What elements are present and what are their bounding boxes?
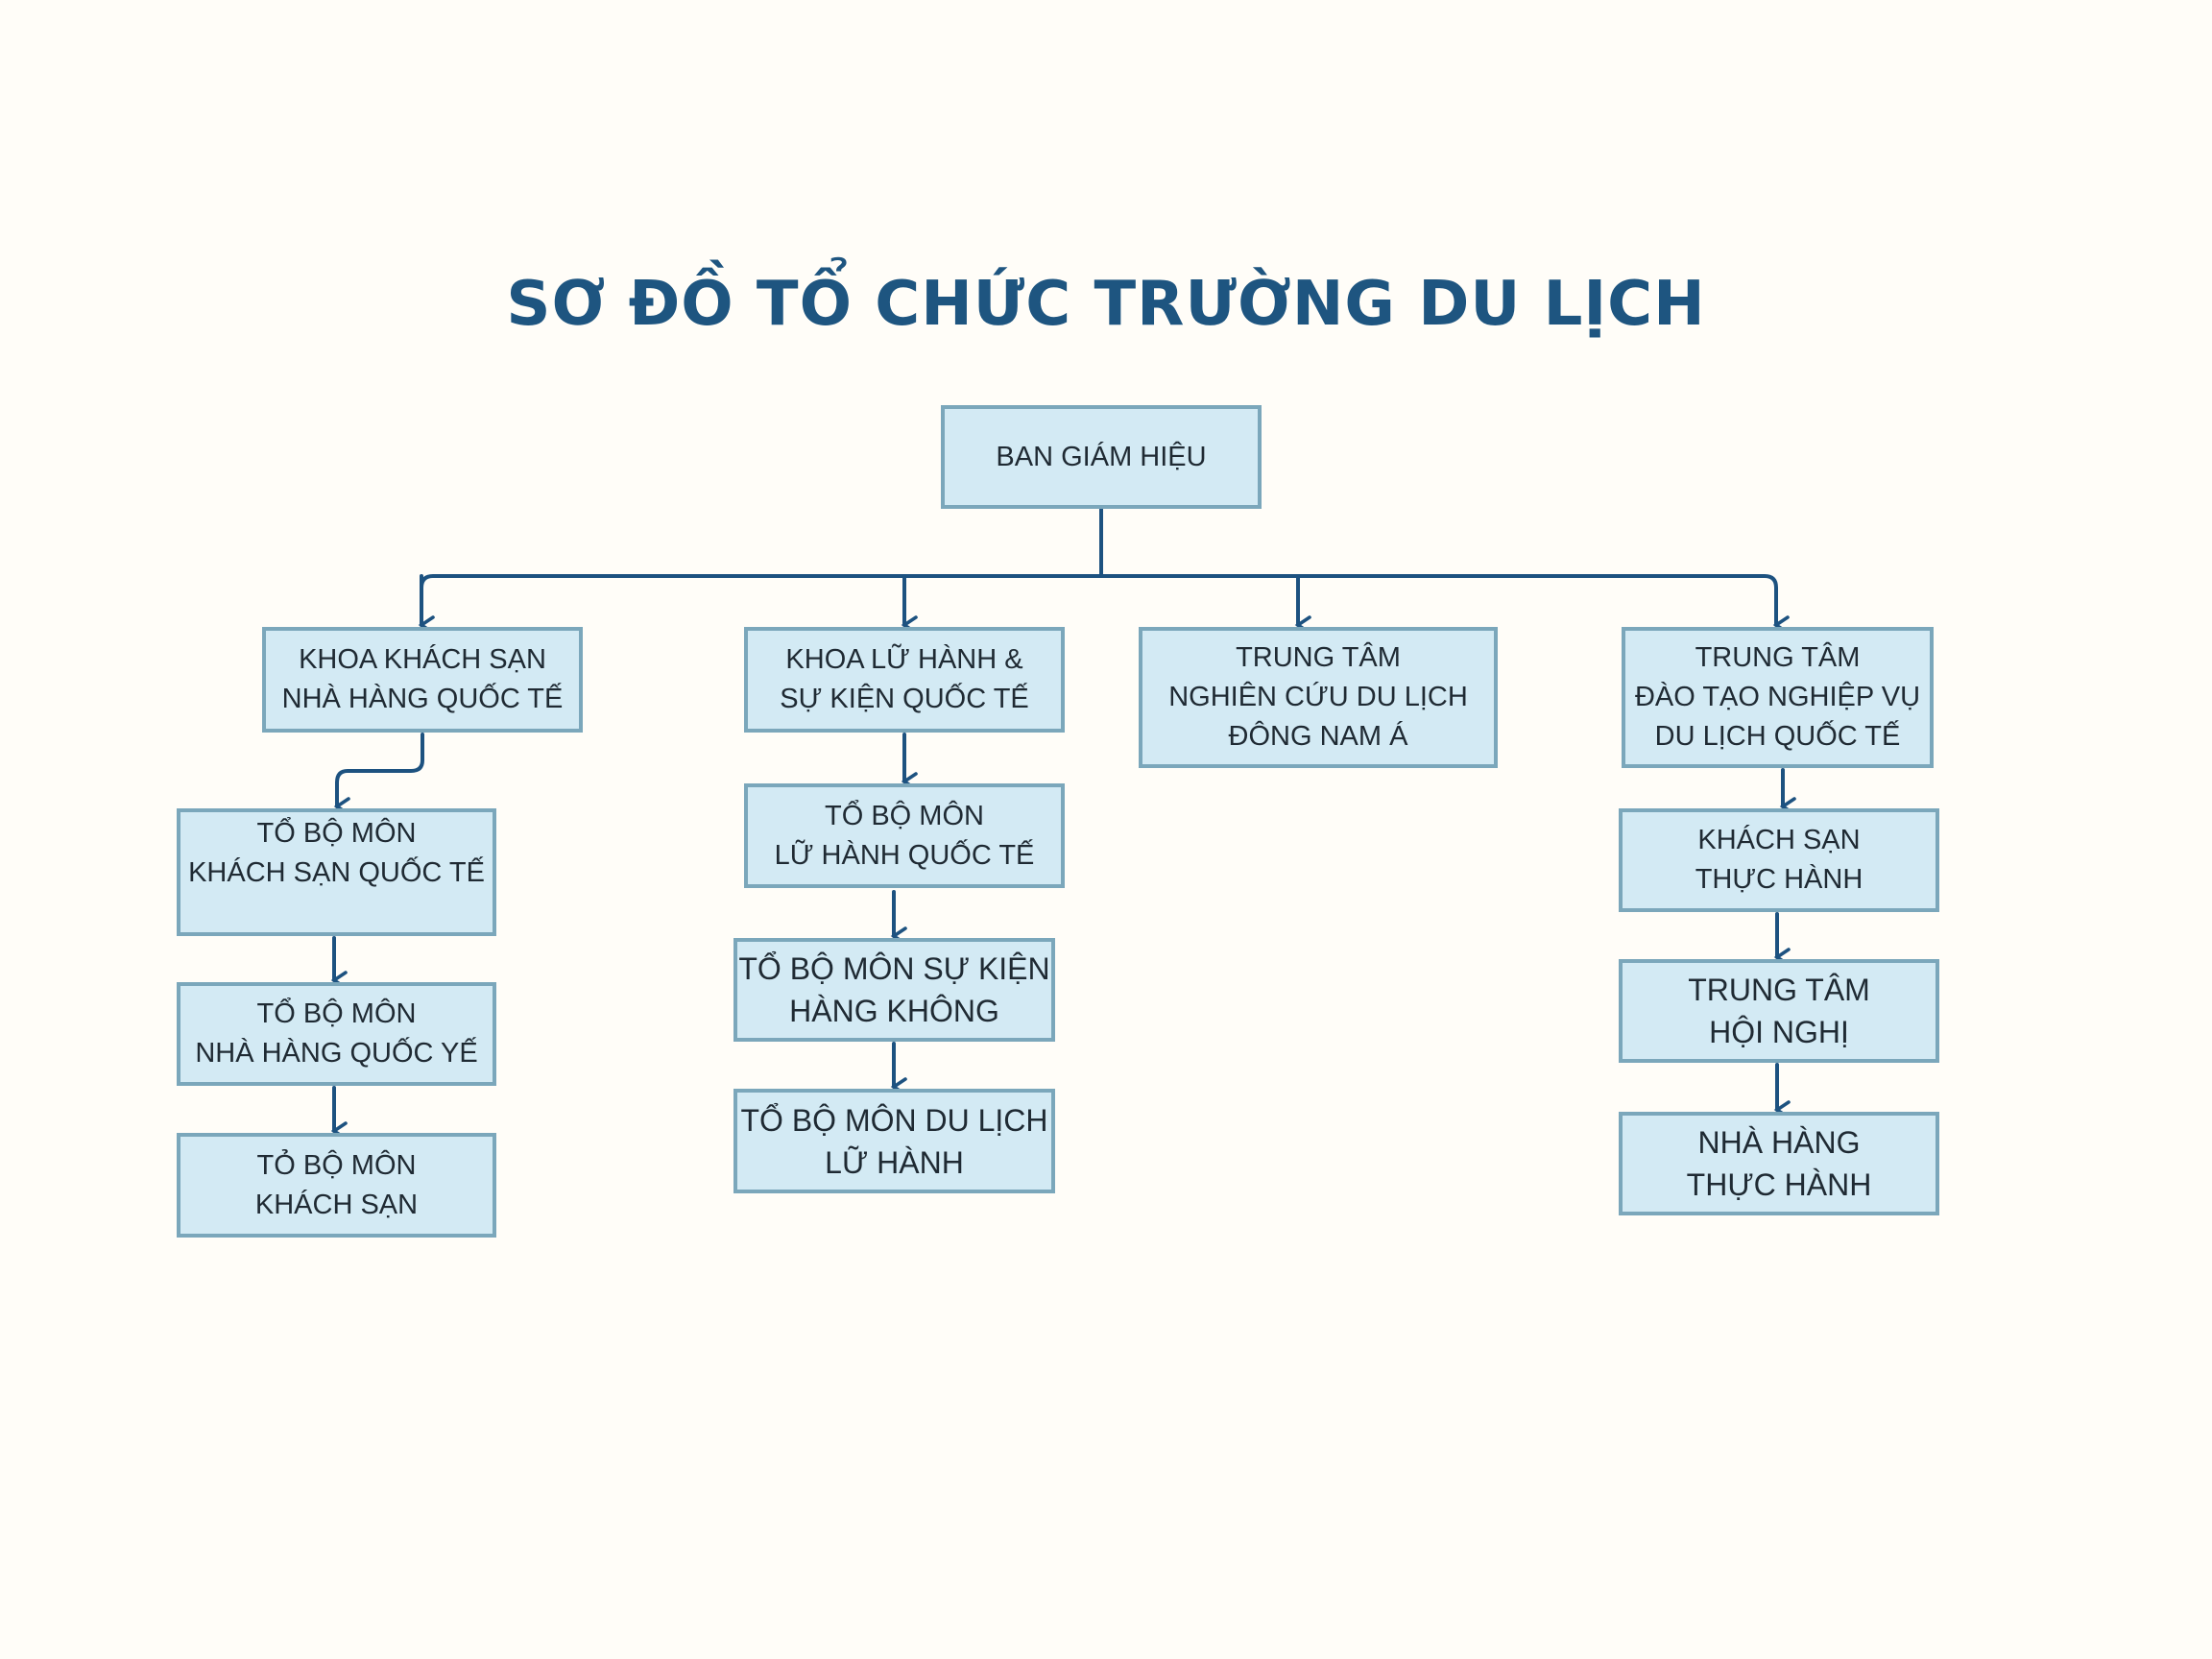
arrow-dept1-child1 <box>333 733 424 816</box>
node-root: BAN GIÁM HIỆU <box>941 405 1262 509</box>
node-dept4-child-2: TRUNG TÂM HỘI NGHỊ <box>1619 959 1939 1063</box>
node-dept1-child-3: TỎ BỘ MÔN KHÁCH SẠN <box>177 1133 496 1238</box>
branch-bar <box>420 574 1790 635</box>
node-dept4-child-1: KHÁCH SẠN THỰC HÀNH <box>1619 808 1939 912</box>
node-dept1-child-2: TỔ BỘ MÔN NHÀ HÀNG QUỐC YẾ <box>177 982 496 1086</box>
node-dept-1: KHOA KHÁCH SẠN NHÀ HÀNG QUỐC TẾ <box>262 627 583 733</box>
node-dept-3: TRUNG TÂM NGHIÊN CỨU DU LỊCH ĐÔNG NAM Á <box>1139 627 1498 768</box>
node-dept2-child-2: TỔ BỘ MÔN SỰ KIỆN HÀNG KHÔNG <box>733 938 1055 1042</box>
page-title: SƠ ĐỒ TỔ CHỨC TRƯỜNG DU LỊCH <box>506 269 1706 340</box>
node-dept-4: TRUNG TÂM ĐÀO TẠO NGHIỆP VỤ DU LỊCH QUỐC… <box>1622 627 1934 768</box>
node-dept2-child-3: TỔ BỘ MÔN DU LỊCH LỮ HÀNH <box>733 1089 1055 1193</box>
node-dept4-child-3: NHÀ HÀNG THỰC HÀNH <box>1619 1112 1939 1215</box>
node-dept-2: KHOA LỮ HÀNH & SỰ KIỆN QUỐC TẾ <box>744 627 1065 733</box>
node-dept1-child-1: TỔ BỘ MÔN KHÁCH SẠN QUỐC TẾ <box>177 808 496 936</box>
node-dept2-child-1: TỔ BỘ MÔN LỮ HÀNH QUỐC TẾ <box>744 783 1065 888</box>
